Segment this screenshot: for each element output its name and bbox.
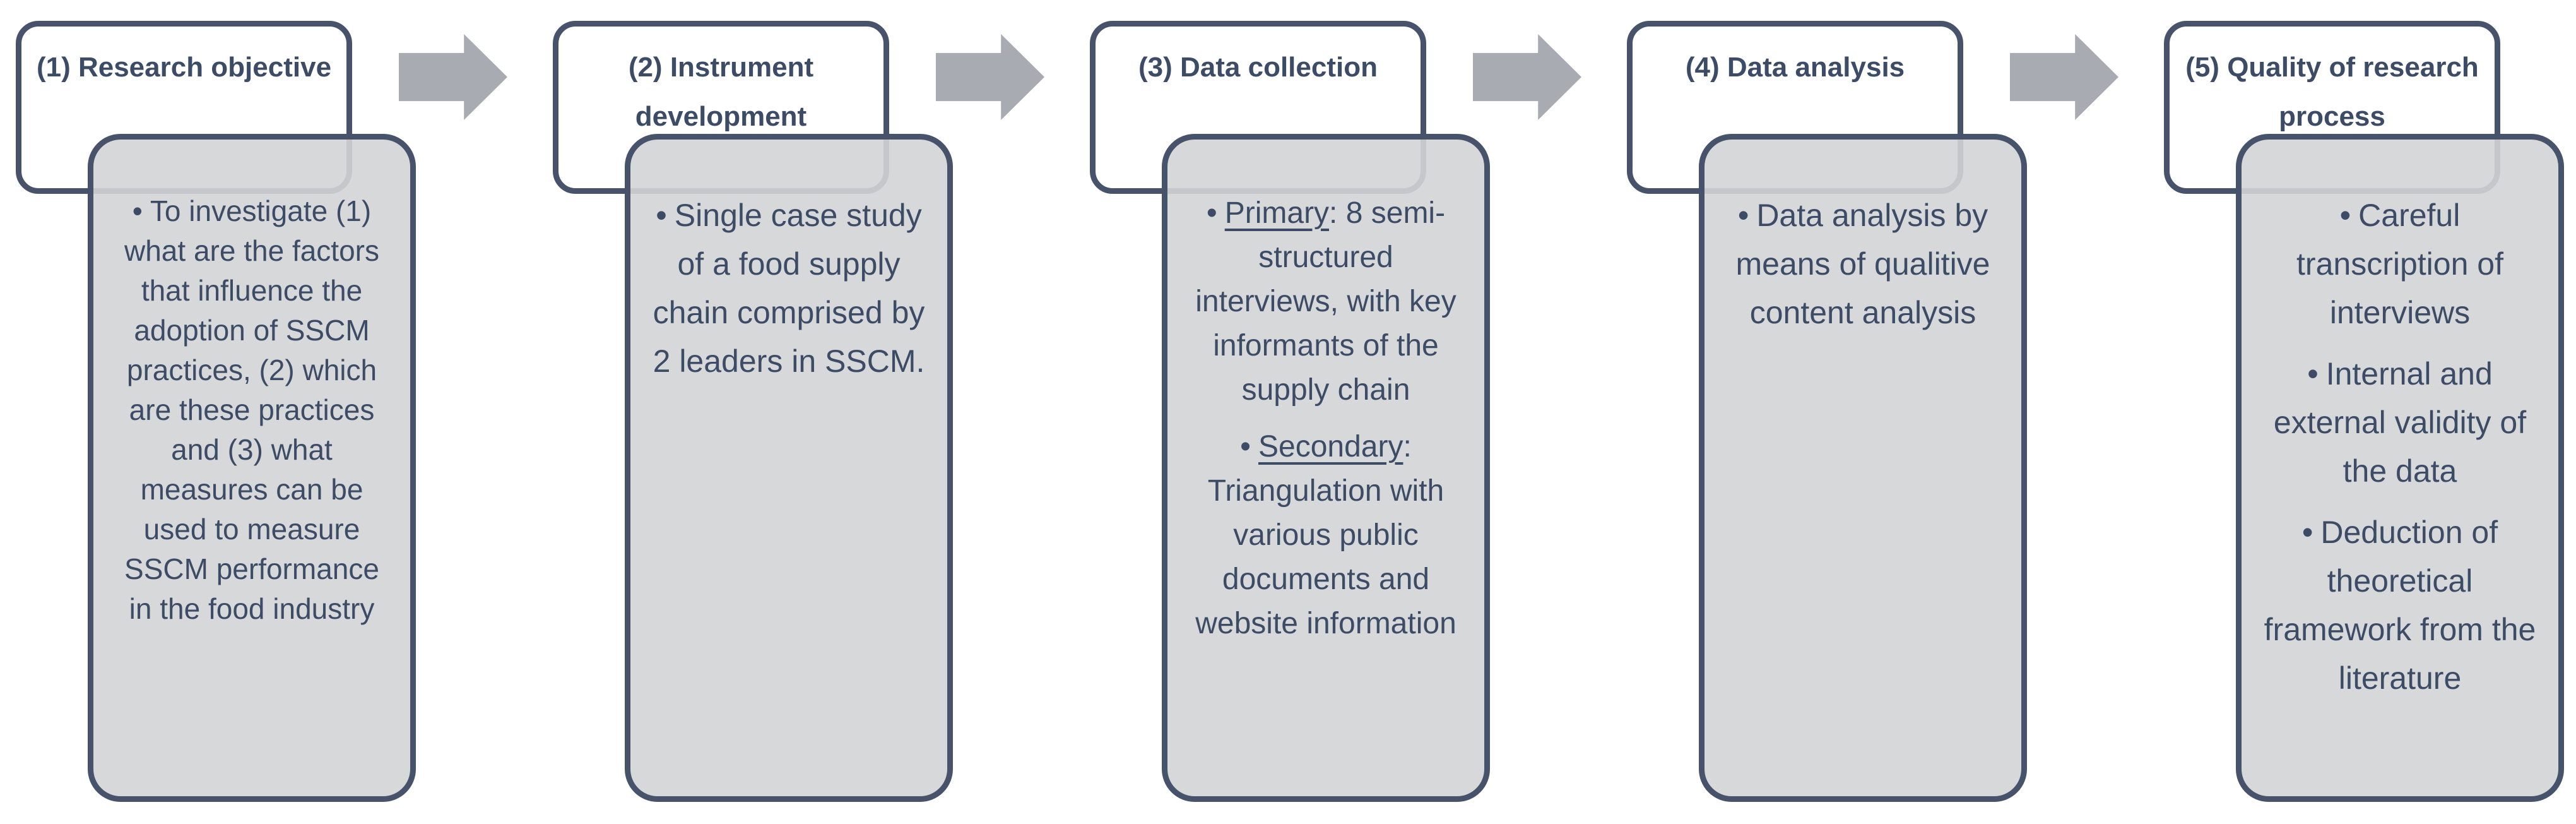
step-content-box: •Data analysis by means of qualitive con… xyxy=(1699,134,2027,802)
step-content-text: •Single case study of a food supply chai… xyxy=(630,140,947,796)
bullet-dot-icon: • xyxy=(132,194,143,227)
step-header-label: (5) Quality of research process xyxy=(2185,52,2479,132)
bullet-item: •Deduction of theoretical framework from… xyxy=(2260,508,2539,703)
step-content-text: •Primary: 8 semi-structured interviews, … xyxy=(1167,140,1484,796)
right-arrow-icon-4 xyxy=(2010,34,2118,120)
bullet-text: Single case study of a food supply chain… xyxy=(653,198,925,379)
right-arrow-icon-1 xyxy=(399,34,507,120)
step-content-box: •Primary: 8 semi-structured interviews, … xyxy=(1162,134,1490,802)
step-header-box: (4) Data analysis xyxy=(1627,21,1963,194)
right-arrow-icon-2 xyxy=(936,34,1044,120)
bullet-text: : Triangulation with various public docu… xyxy=(1195,430,1456,640)
step-content-text: •To investigate (1) what are the factors… xyxy=(93,140,410,796)
bullet-lead: Primary xyxy=(1224,196,1330,230)
step-content-box: •To investigate (1) what are the factors… xyxy=(88,134,416,802)
bullet-item: •Careful transcription of interviews xyxy=(2260,191,2539,337)
bullet-text: Careful transcription of interviews xyxy=(2296,198,2503,330)
step-header-label: (1) Research objective xyxy=(36,52,332,83)
step-header-label: (3) Data collection xyxy=(1138,52,1378,83)
bullet-item: •To investigate (1) what are the factors… xyxy=(112,191,391,629)
bullet-dot-icon: • xyxy=(2307,356,2319,391)
bullet-text: : 8 semi-structured interviews, with key… xyxy=(1195,196,1456,407)
right-arrow-icon-3 xyxy=(1473,34,1581,120)
bullet-text: Deduction of theoretical framework from … xyxy=(2264,515,2536,696)
bullet-dot-icon: • xyxy=(2339,198,2351,233)
bullet-text: Data analysis by means of qualitive cont… xyxy=(1735,198,1990,330)
step-content-text: •Data analysis by means of qualitive con… xyxy=(1705,140,2021,796)
bullet-item: •Primary: 8 semi-structured interviews, … xyxy=(1186,191,1465,412)
step-content-text: •Careful transcription of interviews•Int… xyxy=(2242,140,2558,796)
step-content-box: •Single case study of a food supply chai… xyxy=(625,134,953,802)
bullet-lead: Secondary xyxy=(1258,430,1403,463)
bullet-text: Internal and external validity of the da… xyxy=(2273,356,2527,489)
bullet-dot-icon: • xyxy=(1240,430,1251,463)
step-content-box: •Careful transcription of interviews•Int… xyxy=(2236,134,2564,802)
bullet-dot-icon: • xyxy=(1206,196,1217,230)
step-header-label: (2) Instrument development xyxy=(628,52,814,132)
bullet-dot-icon: • xyxy=(2301,515,2313,550)
bullet-item: •Data analysis by means of qualitive con… xyxy=(1723,191,2002,337)
bullet-dot-icon: • xyxy=(1737,198,1749,233)
bullet-text: To investigate (1) what are the factors … xyxy=(124,194,379,625)
bullet-dot-icon: • xyxy=(656,198,667,233)
bullet-item: •Single case study of a food supply chai… xyxy=(649,191,928,386)
step-header-label: (4) Data analysis xyxy=(1685,52,1905,83)
bullet-item: •Secondary: Triangulation with various p… xyxy=(1186,425,1465,646)
bullet-item: •Internal and external validity of the d… xyxy=(2260,350,2539,496)
